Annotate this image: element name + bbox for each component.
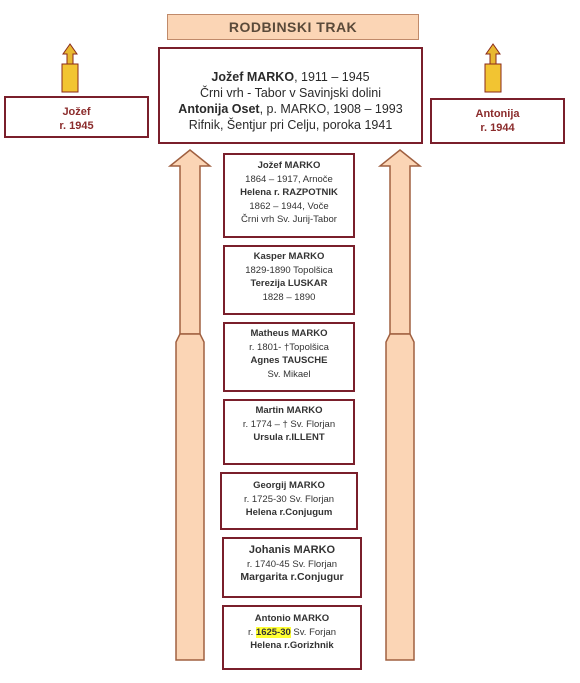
right-child-marker-icon <box>484 43 502 93</box>
person-name: Johanis MARKO <box>248 544 336 556</box>
left-child-marker-icon <box>61 43 79 93</box>
person-details: Sv. Mikael <box>267 368 311 380</box>
main-couple-box: Jožef MARKO, 1911 – 1945 Črni vrh - Tabo… <box>158 47 423 144</box>
main-wife-name: Antonija Oset <box>178 102 260 116</box>
person-name: Georgij MARKO <box>253 480 325 491</box>
person-name: Terezija LUSKAR <box>250 278 328 289</box>
person-details: r. 1625-30 Sv. Forjan <box>247 626 337 638</box>
main-husband-place: Črni vrh - Tabor v Savinjski dolini <box>199 86 382 100</box>
main-husband-name: Jožef MARKO <box>211 70 295 84</box>
person-name: Matheus MARKO <box>250 328 328 339</box>
left-child-box: Jožef r. 1945 <box>4 96 149 138</box>
person-name: Helena r.Gorizhnik <box>250 640 334 651</box>
person-name: Martin MARKO <box>255 405 323 416</box>
person-details: r. 1774 – † Sv. Florjan <box>242 418 336 430</box>
person-name: Helena r. RAZPOTNIK <box>240 187 338 198</box>
right-child-born: r. 1944 <box>480 122 515 134</box>
person-details: 1862 – 1944, Voče <box>249 200 329 212</box>
main-husband-years: , 1911 – 1945 <box>294 70 370 84</box>
person-name: Antonio MARKO <box>254 613 330 624</box>
person-details: Črni vrh Sv. Jurij-Tabor <box>241 214 337 225</box>
person-name: Helena r.Conjugum <box>245 507 333 518</box>
person-details: 1829-1890 Topolšica <box>245 264 333 276</box>
diagram-title: RODBINSKI TRAK <box>167 14 419 40</box>
left-lineage-arrow-icon <box>167 149 213 661</box>
person-name: Margarita r.Conjugur <box>240 571 344 583</box>
person-details: r. 1801- †Topolšica <box>249 341 329 353</box>
person-details: r. 1740-45 Sv. Florjan <box>246 558 338 570</box>
person-details: r. 1725-30 Sv. Florjan <box>243 493 335 505</box>
right-child-name: Antonija <box>475 108 520 120</box>
main-wife-place: Rifnik, Šentjur pri Celju, poroka 1941 <box>188 118 393 132</box>
person-name: Agnes TAUSCHE <box>250 355 328 366</box>
left-child-born: r. 1945 <box>59 120 94 132</box>
person-name: Ursula r.ILLENT <box>253 432 325 443</box>
left-child-name: Jožef <box>62 106 91 118</box>
highlighted-year: 1625-30 <box>255 626 291 638</box>
right-child-box: Antonija r. 1944 <box>430 98 565 144</box>
person-name: Jožef MARKO <box>257 160 321 171</box>
right-lineage-arrow-icon <box>377 149 423 661</box>
person-name: Kasper MARKO <box>253 251 325 262</box>
person-details: 1828 – 1890 <box>262 291 316 303</box>
main-wife-years: , p. MARKO, 1908 – 1993 <box>259 102 403 116</box>
person-details: 1864 – 1917, Arnoče <box>245 173 333 185</box>
